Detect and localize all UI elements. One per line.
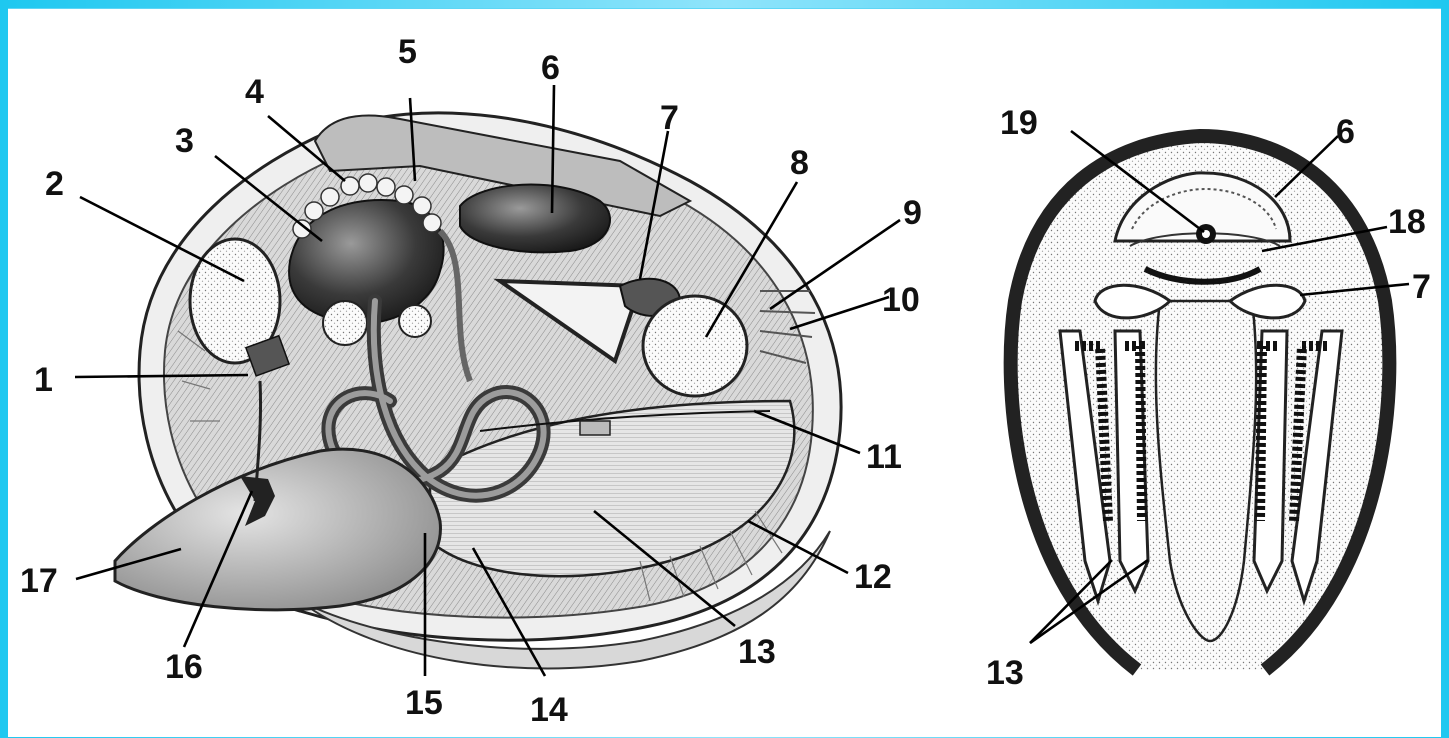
label-7: 7 xyxy=(660,99,679,137)
label-6: 6 xyxy=(541,49,560,87)
label-9: 9 xyxy=(903,194,922,232)
diagram-canvas: 1 2 3 4 5 6 7 8 9 10 11 12 13 14 15 16 1… xyxy=(8,8,1441,737)
label-15: 15 xyxy=(405,684,443,722)
label-1: 1 xyxy=(34,361,53,399)
label-19: 19 xyxy=(1000,104,1038,142)
label-13-right: 13 xyxy=(986,654,1024,692)
mussel-illustration xyxy=(115,113,841,669)
anatomy-diagram: 1 2 3 4 5 6 7 8 9 10 11 12 13 14 15 16 1… xyxy=(8,9,1441,738)
label-10: 10 xyxy=(882,281,920,319)
label-13: 13 xyxy=(738,633,776,671)
label-12: 12 xyxy=(854,558,892,596)
heart xyxy=(460,185,610,253)
label-18: 18 xyxy=(1388,203,1426,241)
label-3: 3 xyxy=(175,122,194,160)
label-6-right: 6 xyxy=(1336,113,1355,151)
label-16: 16 xyxy=(165,648,203,686)
posterior-adductor xyxy=(643,296,747,396)
label-5: 5 xyxy=(398,33,417,71)
label-11: 11 xyxy=(866,438,902,476)
label-2: 2 xyxy=(45,165,64,203)
label-7-right: 7 xyxy=(1412,268,1431,306)
label-17: 17 xyxy=(20,562,58,600)
label-4: 4 xyxy=(245,73,264,111)
cross-section-illustration xyxy=(1011,136,1390,670)
label-14: 14 xyxy=(530,691,568,729)
label-8: 8 xyxy=(790,144,809,182)
